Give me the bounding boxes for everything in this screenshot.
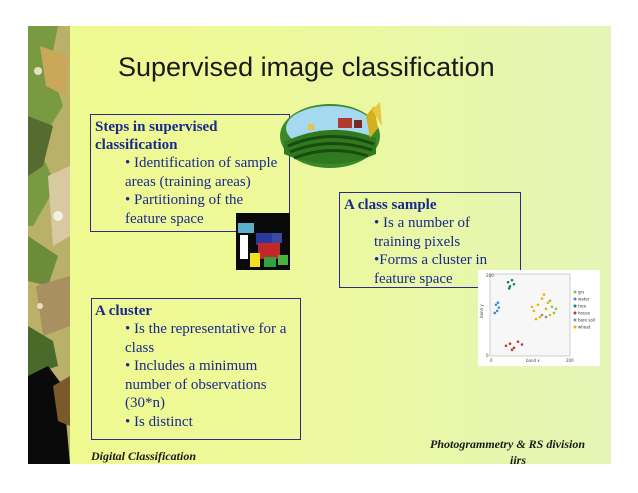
y-tick-label: 0 [486, 353, 489, 358]
feature-space-scatter-plot: 200 0 0 200 band x band y grs water tree ho… [478, 270, 600, 371]
satellite-map-strip [28, 26, 70, 464]
x-tick-label: 0 [490, 358, 493, 363]
scatter-point [495, 309, 499, 313]
scatter-point [507, 287, 511, 290]
legend-label: wheat [578, 325, 591, 330]
scatter-point [548, 299, 552, 302]
footer-section-title: Digital Classification [91, 449, 197, 463]
legend-marker [573, 325, 577, 329]
scatter-point [512, 346, 516, 350]
steps-box: Steps in supervised classification • Ide… [90, 114, 290, 232]
legend-marker [573, 304, 577, 308]
scatter-point [532, 309, 536, 313]
classified-pixels-image [236, 213, 290, 275]
class-sample-item: •Forms a cluster in feature space [374, 252, 488, 287]
legend-label: water [578, 297, 590, 302]
scatter-point [496, 301, 500, 304]
legend-marker [573, 311, 577, 315]
cluster-heading: A cluster [95, 303, 153, 319]
steps-item: • Partitioning of the feature space [125, 192, 244, 227]
scatter-point [542, 293, 546, 296]
y-tick-label: 200 [486, 273, 494, 278]
legend-label: tree [578, 304, 587, 309]
legend-label: bare soil [578, 318, 595, 323]
steps-heading: Steps in supervised classification [95, 119, 218, 153]
cluster-item: • Is distinct [125, 413, 193, 430]
legend-label: grs [578, 290, 584, 295]
slide-title: Supervised image classification [118, 52, 495, 82]
legend-marker [573, 318, 577, 322]
steps-item: • Identification of sample areas (traini… [125, 155, 278, 190]
scatter-point [512, 282, 516, 286]
legend-marker [573, 290, 577, 294]
scatter-point [544, 315, 548, 319]
scatter-point [494, 303, 498, 307]
x-tick-label: 200 [566, 358, 574, 363]
legend-marker [573, 297, 577, 301]
scatter-point [534, 317, 538, 321]
scatter-svg: 200 0 0 200 band x band y grs water tree ho… [478, 270, 600, 366]
scatter-point [530, 305, 534, 309]
scatter-legend: grs water tree house bare soil wheat [573, 290, 595, 330]
legend-label: house [578, 311, 591, 316]
scatter-point [506, 280, 510, 284]
footer-division-line2: iirs [510, 453, 527, 464]
scatter-point [554, 307, 558, 311]
slide: Supervised image classification Steps in… [28, 26, 611, 464]
scatter-point [550, 305, 554, 309]
class-sample-heading: A class sample [344, 197, 437, 213]
scatter-point [510, 348, 514, 352]
scatter-point [540, 297, 544, 300]
scatter-point [538, 315, 542, 319]
scatter-point [508, 285, 512, 288]
footer-division-line1: Photogrammetry & RS division [430, 437, 586, 451]
scatter-point [540, 313, 544, 317]
scatter-point [497, 306, 501, 309]
scatter-point [536, 303, 540, 307]
class-sample-item: • Is a number of training pixels [374, 215, 471, 250]
cluster-item: • Includes a minimum number of observati… [125, 358, 267, 411]
scatter-point [552, 311, 556, 315]
x-axis-label: band x [526, 358, 540, 363]
scatter-point [520, 343, 524, 346]
cluster-box: A cluster • Is the representative for a … [91, 298, 301, 440]
scatter-point [516, 340, 520, 343]
scatter-point [510, 278, 514, 282]
scatter-points [493, 278, 558, 352]
scatter-point [544, 307, 548, 311]
cluster-item: • Is the representative for a class [125, 321, 287, 356]
scatter-point [546, 301, 550, 304]
scatter-point [548, 313, 552, 317]
class-sample-box: A class sample • Is a number of training… [339, 192, 521, 288]
y-axis-label: band y [479, 304, 484, 318]
footer-division: Photogrammetry & RS division iirs [430, 436, 611, 464]
scatter-point [508, 342, 512, 345]
scatter-point [493, 311, 497, 315]
scatter-point [504, 344, 508, 348]
farm-field-illustration [278, 98, 386, 175]
